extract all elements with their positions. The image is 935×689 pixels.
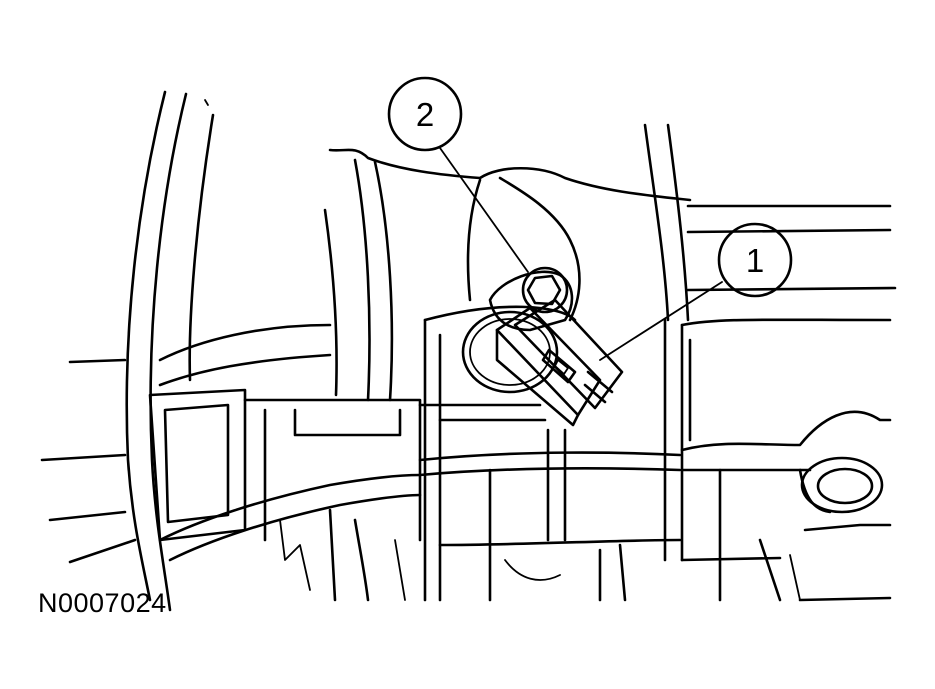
housing-upper-body <box>323 123 897 402</box>
housing-left-flange <box>40 90 215 612</box>
figure-id-label: N0007024 <box>38 588 167 618</box>
callout-2-number: 2 <box>416 96 434 133</box>
drain-boss <box>798 456 884 514</box>
callout-1: 1 <box>599 222 793 361</box>
housing-lower-ribs <box>158 468 892 602</box>
callout-2: 2 <box>387 76 529 273</box>
speed-sensor <box>488 270 624 427</box>
housing-left-panels <box>148 323 547 542</box>
sensor-bolt <box>521 266 569 314</box>
callout-1-number: 1 <box>746 242 764 279</box>
